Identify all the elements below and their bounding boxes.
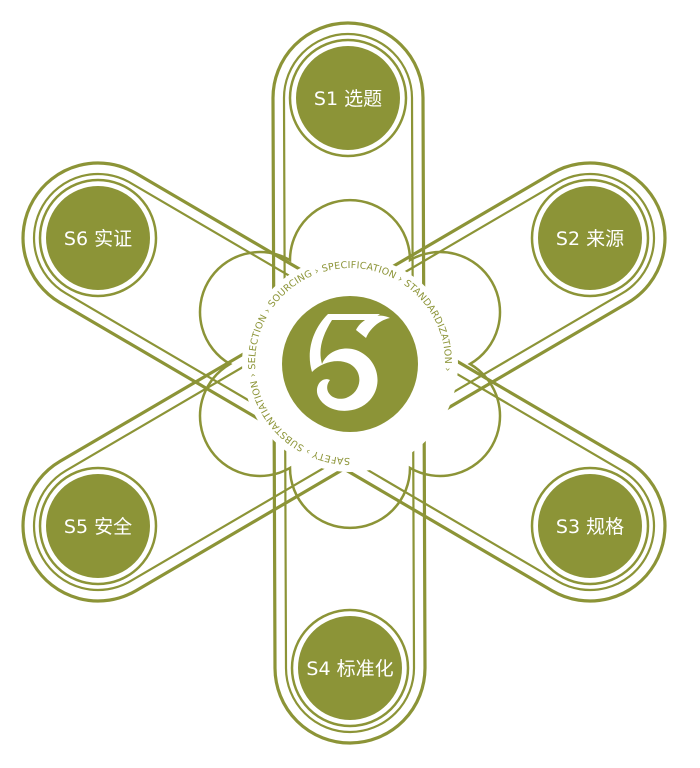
node-s2: S2 来源 — [530, 178, 650, 298]
node-label: S3 规格 — [556, 516, 624, 538]
node-group: S1 选题 S2 来源 S3 规格 S4 标准化 S5 安全 S6 实证 — [38, 38, 650, 728]
node-label: S4 标准化 — [306, 658, 393, 680]
node-s4: S4 标准化 — [290, 608, 410, 728]
node-disc — [46, 474, 150, 578]
node-disc — [298, 616, 402, 720]
center-scallop-outline — [198, 198, 502, 530]
node-s6: S6 实证 — [38, 178, 158, 298]
petal-stroke-1 — [271, 21, 427, 745]
stylized-s-logo-icon — [309, 314, 390, 411]
petal-stroke-3 — [32, 172, 655, 592]
node-s5: S5 安全 — [38, 466, 158, 586]
petal-stroke-1 — [282, 32, 416, 734]
node-disc — [46, 186, 150, 290]
petal-stroke-2 — [32, 172, 655, 592]
node-label: S1 选题 — [314, 88, 382, 110]
petal-stroke-2 — [21, 161, 667, 603]
node-label: S5 安全 — [64, 516, 132, 538]
petal-stroke-3 — [21, 161, 667, 603]
node-s1: S1 选题 — [288, 38, 408, 158]
node-disc — [296, 46, 400, 150]
petal-outline-inner — [32, 32, 655, 734]
node-label: S2 来源 — [556, 228, 624, 250]
node-disc — [538, 474, 642, 578]
petal-outline-outer — [21, 21, 667, 745]
node-s3: S3 规格 — [530, 466, 650, 586]
node-disc — [538, 186, 642, 290]
node-label: S6 实证 — [64, 228, 132, 250]
